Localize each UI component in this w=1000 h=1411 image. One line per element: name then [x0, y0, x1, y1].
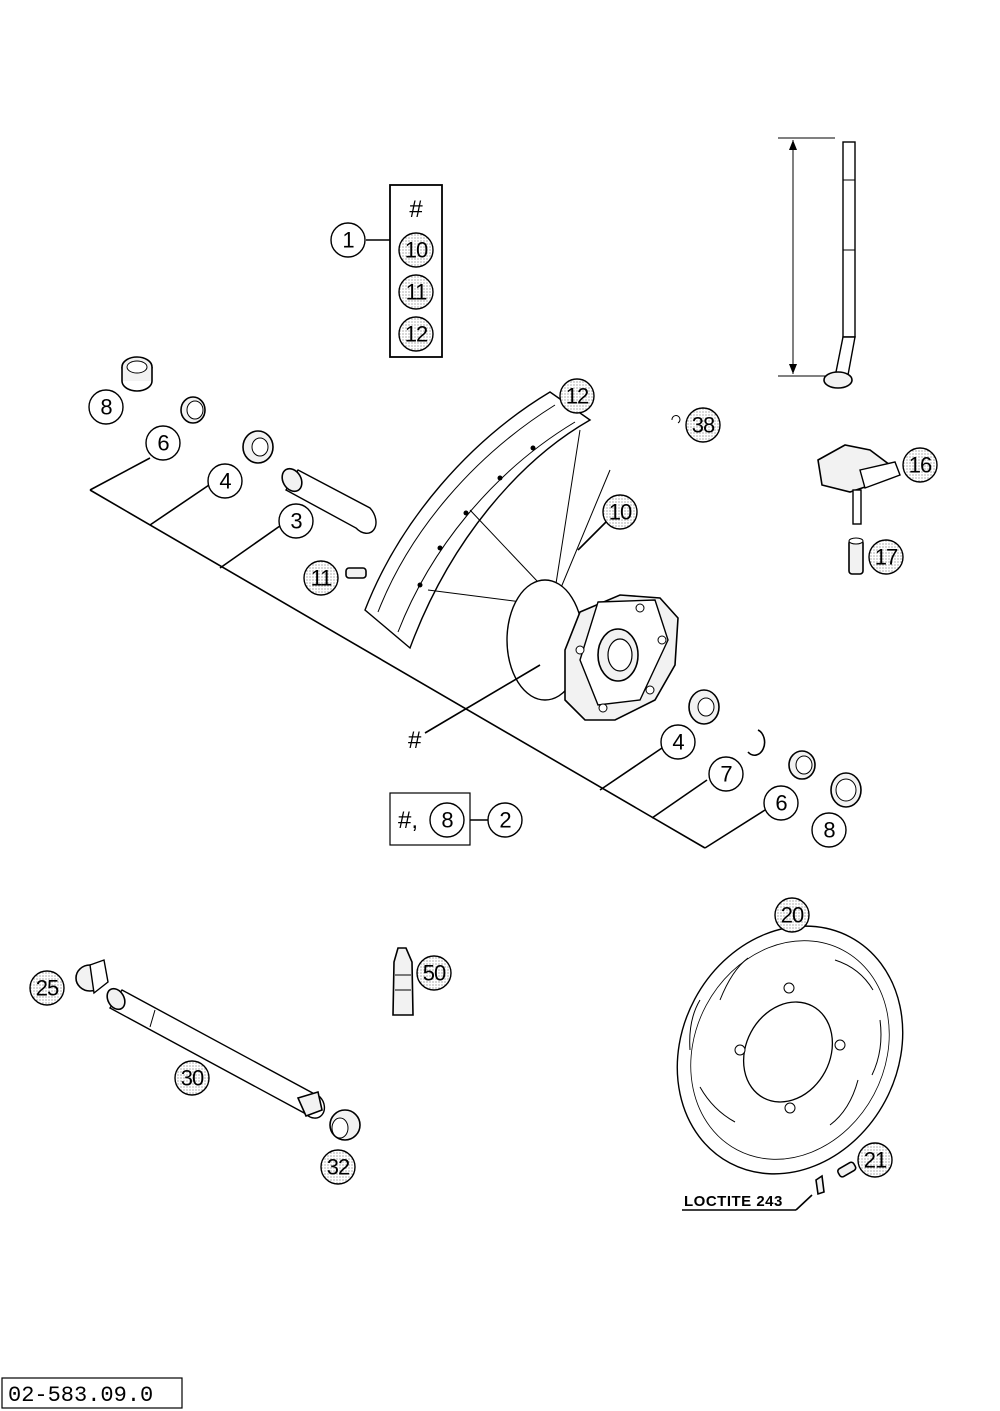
callout-50: 50 [416, 955, 452, 991]
callout-4-left: 4 [207, 463, 243, 499]
kit2-hash-text: #, [398, 807, 418, 834]
kit-item-11: 11 [398, 274, 434, 310]
right-leader-lines [599, 747, 766, 849]
svg-text:11: 11 [406, 280, 428, 305]
callout-16: 16 [902, 447, 938, 483]
svg-text:38: 38 [692, 413, 715, 438]
callout-4-right: 4 [660, 724, 696, 760]
axle-30 [106, 987, 326, 1119]
grease-tube-50 [392, 947, 414, 1016]
callout-7: 7 [708, 756, 744, 792]
callout-1: 1 [330, 222, 366, 258]
callout-25: 25 [29, 970, 65, 1006]
callout-3: 3 [278, 503, 314, 539]
svg-text:4: 4 [672, 730, 684, 755]
brake-disc-20 [676, 925, 904, 1175]
kit-item-10: 10 [398, 232, 434, 268]
svg-text:16: 16 [909, 453, 932, 478]
spoke-nipple-11 [345, 567, 367, 579]
callout-17: 17 [868, 539, 904, 575]
callout-12: 12 [559, 378, 595, 414]
svg-text:2: 2 [499, 808, 511, 833]
svg-text:21: 21 [864, 1148, 887, 1173]
left-spacer-8 [121, 356, 153, 392]
circlip-7 [747, 729, 766, 756]
svg-text:7: 7 [720, 762, 732, 787]
svg-text:10: 10 [405, 238, 428, 263]
svg-text:8: 8 [823, 818, 835, 843]
reference-number: 02-583.09.0 [8, 1383, 153, 1408]
axle-nut-25 [75, 959, 109, 995]
svg-text:6: 6 [775, 791, 787, 816]
callout-2: 2 [487, 802, 523, 838]
callout-21: 21 [857, 1142, 893, 1178]
right-seal-6 [788, 750, 816, 780]
left-bearing-4 [242, 430, 274, 464]
svg-text:20: 20 [781, 903, 804, 928]
callout-20: 20 [774, 897, 810, 933]
svg-text:12: 12 [566, 384, 589, 409]
callout-30: 30 [174, 1060, 210, 1096]
right-bearing-4 [688, 689, 720, 725]
svg-text:3: 3 [290, 509, 302, 534]
small-clip-38 [671, 415, 681, 424]
kit-hash-symbol: # [409, 196, 423, 223]
svg-text:8: 8 [441, 808, 453, 833]
callout-6-right: 6 [763, 785, 799, 821]
reference-number-box: 02-583.09.0 [1, 1377, 183, 1409]
svg-text:10: 10 [609, 500, 632, 525]
hub-leader [424, 664, 541, 734]
callout-6-left: 6 [145, 425, 181, 461]
svg-text:8: 8 [100, 395, 112, 420]
callout-38: 38 [685, 407, 721, 443]
kit2-item-8: 8 [429, 802, 465, 838]
left-seal-6 [180, 396, 206, 424]
svg-text:11: 11 [311, 566, 333, 591]
spoke-drawing [778, 137, 856, 389]
spacer-32 [329, 1109, 361, 1141]
svg-text:4: 4 [219, 469, 231, 494]
disc-screw-21 [815, 1161, 857, 1196]
svg-text:6: 6 [157, 431, 169, 456]
svg-text:25: 25 [36, 976, 59, 1001]
callout-8-right: 8 [811, 812, 847, 848]
callout-32: 32 [320, 1149, 356, 1185]
loctite-note: LOCTITE 243 [684, 1193, 783, 1210]
svg-text:1: 1 [342, 228, 354, 253]
kit-item-12: 12 [398, 316, 434, 352]
svg-text:17: 17 [875, 545, 898, 570]
callout-8-left: 8 [88, 389, 124, 425]
rim-lock-16 [817, 444, 901, 525]
svg-text:12: 12 [405, 322, 428, 347]
hub-hash-label: # [408, 727, 422, 754]
distance-tube-3 [281, 467, 377, 534]
svg-text:32: 32 [327, 1155, 350, 1180]
callout-11: 11 [303, 560, 339, 596]
svg-text:30: 30 [181, 1066, 204, 1091]
nut-17 [848, 537, 864, 575]
rim-segment [364, 391, 592, 650]
svg-text:50: 50 [423, 961, 446, 986]
wheel-hub [506, 579, 679, 721]
right-spacer-8 [830, 772, 862, 808]
callout-10: 10 [602, 494, 638, 530]
loctite-leader [795, 1194, 813, 1211]
